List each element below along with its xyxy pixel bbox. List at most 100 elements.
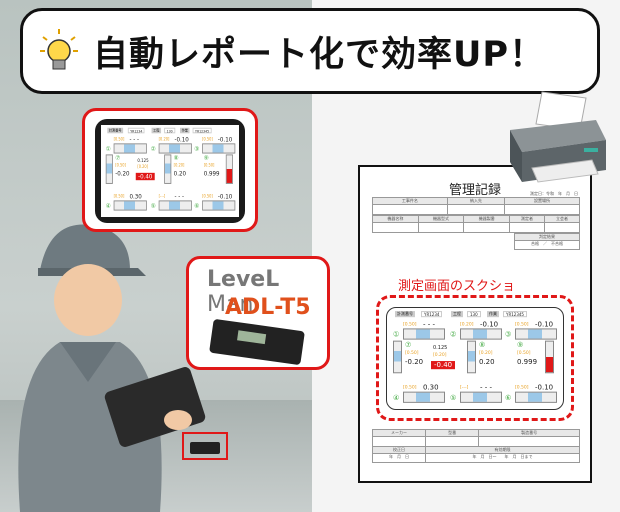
screen-header-field: YR1234 bbox=[127, 127, 145, 134]
horizontal-gauge bbox=[403, 328, 445, 340]
horizontal-gauge bbox=[202, 143, 236, 154]
sensor-value: -0.20 bbox=[115, 170, 130, 178]
level-device-on-floor bbox=[190, 442, 220, 454]
tolerance-label: [0.50] bbox=[403, 385, 417, 391]
sensor-number: ② bbox=[450, 330, 457, 339]
tolerance-label: [0.20] bbox=[158, 137, 170, 143]
vertical-gauge bbox=[105, 154, 113, 184]
sensor-number: ④ bbox=[105, 202, 111, 210]
printer-icon bbox=[510, 91, 606, 183]
document-date: 測定日：令和 年 月 日 bbox=[530, 191, 578, 196]
tolerance-label: [---] bbox=[460, 385, 469, 391]
sensor-value: - - - bbox=[423, 320, 436, 329]
info-table-bottom: メーカー型番製造番号 校正日有効期限 年 月 日年 月 日〜 年 月 日まで bbox=[372, 429, 580, 463]
floor-device-highlight bbox=[182, 432, 228, 460]
info-table-top: 工事件名納入先設置場所 bbox=[372, 197, 580, 215]
header-cell: 型番 bbox=[424, 429, 480, 437]
sensor-number: ⑤ bbox=[150, 202, 156, 210]
document-title: 管理記録 bbox=[448, 183, 501, 198]
tolerance-label: [0.50] bbox=[517, 350, 531, 356]
sensor-number: ⑦ bbox=[115, 154, 121, 162]
horizontal-gauge bbox=[460, 328, 502, 340]
tolerance-label: [0.20] bbox=[173, 163, 185, 169]
product-model: ADL-T5 bbox=[225, 295, 311, 320]
screen-header-field: 計測番号 bbox=[107, 127, 124, 134]
judge-value: 合格 ／ 不合格 bbox=[514, 240, 580, 250]
sensor-value: -0.20 bbox=[405, 357, 424, 367]
sensor-number: ① bbox=[105, 145, 111, 153]
product-callout: LeveL Man ADL-T5 bbox=[186, 256, 330, 370]
sensor-value: -0.10 bbox=[174, 136, 189, 144]
horizontal-gauge bbox=[158, 143, 192, 154]
title-banner: 自動レポート化で効率UP！ bbox=[20, 8, 600, 94]
header-cell: 機器名称 bbox=[372, 215, 419, 223]
header-cell: 設置場所 bbox=[504, 197, 580, 205]
header-cell: 製造番号 bbox=[478, 429, 580, 437]
sensor-number: ⑥ bbox=[194, 202, 200, 210]
center-tolerance: [0.20] bbox=[433, 352, 447, 358]
sensor-number: ⑧ bbox=[173, 154, 179, 162]
sensor-number: ⑤ bbox=[450, 393, 457, 402]
header-cell: 機器型式 bbox=[417, 215, 465, 223]
center-tolerance: [0.20] bbox=[137, 165, 149, 171]
header-cell: 有効期限 bbox=[425, 446, 580, 454]
sensor-value: - - - bbox=[480, 383, 493, 392]
tolerance-label: [0.50] bbox=[202, 194, 213, 200]
center-value-alert: -0.40 bbox=[431, 361, 456, 370]
tolerance-label: [0.50] bbox=[113, 137, 125, 143]
tolerance-label: [0.50] bbox=[115, 163, 126, 169]
sensor-value: 0.30 bbox=[423, 383, 439, 392]
vertical-gauge bbox=[545, 340, 554, 374]
screen-header-field: 作業 bbox=[487, 311, 499, 318]
tolerance-label: [0.50] bbox=[515, 322, 529, 328]
sensor-value: 0.30 bbox=[129, 193, 142, 201]
vertical-gauge bbox=[393, 340, 402, 374]
screen-header-field: YR12345 bbox=[192, 127, 212, 134]
screen-header-field: 工程 bbox=[151, 127, 162, 134]
brand-logo: LeveL Man bbox=[207, 267, 280, 317]
sensor-value: - - - bbox=[129, 136, 139, 144]
horizontal-gauge bbox=[515, 328, 557, 340]
tolerance-label: [0.50] bbox=[203, 163, 215, 169]
screen-header-field: 工程 bbox=[451, 311, 463, 318]
header-cell: 立会者 bbox=[544, 215, 580, 223]
tolerance-label: [---] bbox=[158, 194, 166, 200]
horizontal-gauge bbox=[113, 143, 147, 154]
tolerance-label: [0.50] bbox=[202, 137, 213, 143]
banner-title: 自動レポート化で効率UP！ bbox=[93, 34, 546, 75]
sensor-value: -0.10 bbox=[217, 193, 233, 201]
header-cell: 判定結果 bbox=[514, 233, 580, 241]
center-label: 0.125 bbox=[433, 344, 448, 351]
sensor-value: -0.10 bbox=[535, 383, 554, 392]
sensor-value: - - - bbox=[174, 193, 184, 201]
header-cell: 測定者 bbox=[509, 215, 545, 223]
horizontal-gauge bbox=[460, 391, 502, 403]
sensor-number: ① bbox=[393, 330, 400, 339]
sensor-number: ③ bbox=[194, 145, 200, 153]
info-table-mid: 機器名称機器型式機器製番測定者立会者 bbox=[372, 215, 580, 233]
screen-header-field: 計測番号 bbox=[395, 311, 415, 318]
level-device-image bbox=[209, 318, 305, 366]
header-cell: 校正日 bbox=[372, 446, 426, 454]
sensor-number: ⑧ bbox=[479, 340, 486, 349]
sensor-number: ⑨ bbox=[203, 154, 209, 162]
sensor-number: ⑦ bbox=[405, 340, 412, 349]
sensor-number: ② bbox=[150, 145, 156, 153]
tolerance-label: [0.50] bbox=[113, 194, 125, 200]
screenshot-label: 測定画面のスクショ bbox=[398, 279, 516, 294]
screen-header-field: 130 bbox=[164, 127, 175, 134]
screen-header-field: 作業 bbox=[180, 127, 190, 134]
calib-value: 年 月 日 bbox=[372, 453, 426, 463]
header-cell: メーカー bbox=[372, 429, 426, 437]
tolerance-label: [0.50] bbox=[405, 350, 419, 356]
horizontal-gauge bbox=[515, 391, 557, 403]
vertical-gauge bbox=[164, 154, 172, 184]
sensor-number: ④ bbox=[393, 393, 400, 402]
report-document: 管理記録 測定日：令和 年 月 日 工事件名納入先設置場所 機器名称機器型式機器… bbox=[358, 165, 592, 483]
judge-table: 判定結果 合格 ／ 不合格 bbox=[514, 233, 580, 250]
valid-value: 年 月 日〜 年 月 日まで bbox=[425, 453, 580, 463]
sensor-value: 0.20 bbox=[479, 357, 495, 367]
